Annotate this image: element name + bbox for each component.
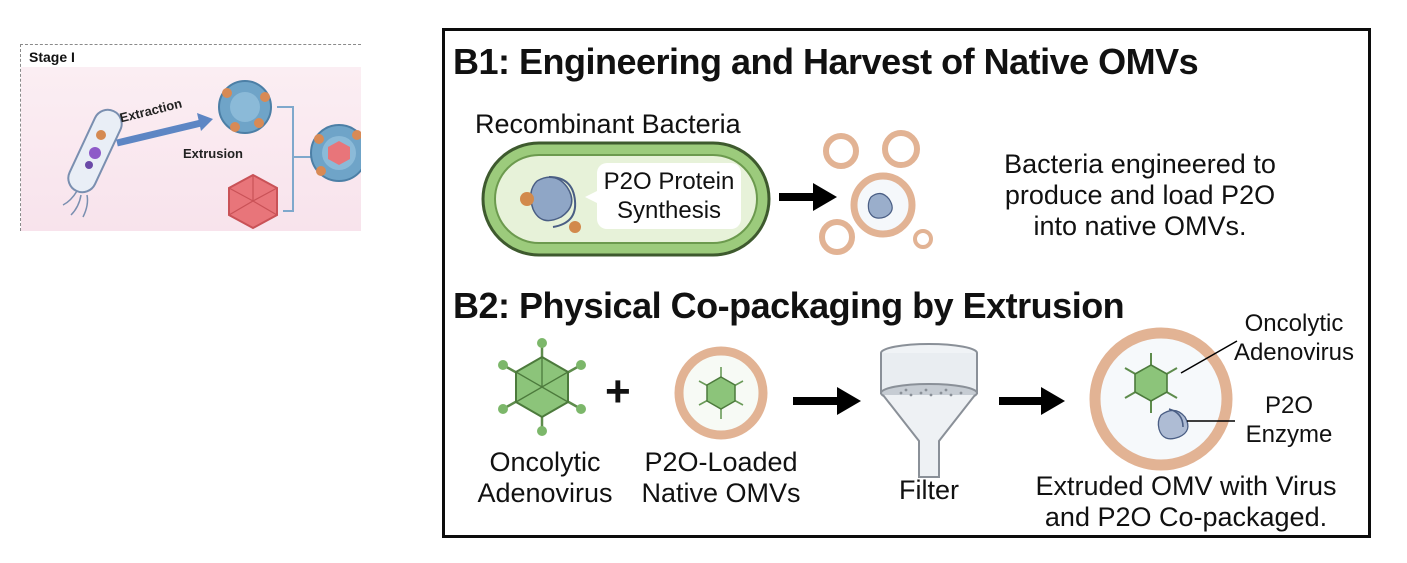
- virus-label-line-2: Adenovirus: [477, 478, 613, 508]
- oncolytic-adenovirus-icon: [498, 338, 586, 436]
- filter-label: Filter: [899, 475, 959, 505]
- omv-label: P2O-Loaded Native OMVs: [631, 447, 811, 509]
- p2o-loaded-omv-icon: [674, 346, 768, 440]
- bacterium-icon: [62, 108, 123, 218]
- callout-enzyme-line-1: P2O: [1264, 392, 1314, 419]
- bacteria-label: Recombinant Bacteria: [475, 109, 741, 139]
- synthesis-label: P2O Protein Synthesis: [597, 167, 741, 225]
- b1-description-line-2: produce and load P2O: [1004, 180, 1276, 210]
- callout-enzyme-label: P2O Enzyme: [1239, 391, 1339, 449]
- callout-virus-label: Oncolytic Adenovirus: [1219, 309, 1369, 367]
- omv-label-line-1: P2O-Loaded: [644, 447, 798, 477]
- virus-label-line-1: Oncolytic: [489, 447, 601, 477]
- omv-vesicle-icon: [218, 80, 272, 134]
- extraction-arrow: [116, 113, 213, 147]
- b1-description: Bacteria engineered to produce and load …: [955, 149, 1325, 242]
- result-line-2: and P2O Co-packaged.: [1044, 502, 1328, 532]
- callout-enzyme-line-2: Enzyme: [1245, 421, 1333, 448]
- extrusion-label: Extrusion: [183, 146, 243, 161]
- stage-1-illustration: [62, 80, 361, 230]
- b2-heading: B2: Physical Co-packaging by Extrusion: [453, 285, 1125, 326]
- plus-sign: +: [605, 367, 631, 416]
- omv-label-line-2: Native OMVs: [641, 478, 801, 508]
- filter-icon: [880, 343, 978, 478]
- stage-1-title: Stage I: [29, 49, 75, 65]
- panel-b-illustrations: [481, 130, 1238, 478]
- virus-icon: [228, 173, 278, 230]
- b1-arrow: [779, 183, 837, 211]
- b2-arrow-2: [999, 387, 1065, 415]
- stage-1-background: [21, 67, 361, 231]
- synthesis-line-1: P2O Protein: [603, 168, 735, 195]
- b1-description-line-1: Bacteria engineered to: [1004, 149, 1276, 179]
- synthesis-line-2: Synthesis: [616, 197, 722, 224]
- extruded-omv-icon: [1089, 327, 1233, 471]
- callout-virus-line-2: Adenovirus: [1233, 339, 1355, 366]
- virus-callout-line: [1180, 340, 1238, 374]
- panel-b: B1: Engineering and Harvest of Native OM…: [442, 28, 1371, 538]
- synthesis-label-box: [597, 163, 741, 229]
- bracket-line: [277, 106, 311, 212]
- stage-1-panel: Stage I Extraction Extrusion: [20, 44, 361, 231]
- result-line-1: Extruded OMV with Virus: [1035, 471, 1337, 501]
- hybrid-vesicle-icon: [310, 124, 361, 182]
- b2-arrow-1: [793, 387, 861, 415]
- virus-label: Oncolytic Adenovirus: [465, 447, 625, 509]
- result-label: Extruded OMV with Virus and P2O Co-packa…: [1013, 471, 1359, 533]
- b1-description-line-3: into native OMVs.: [1033, 211, 1247, 241]
- callout-virus-line-1: Oncolytic: [1244, 310, 1344, 337]
- b1-heading: B1: Engineering and Harvest of Native OM…: [453, 41, 1199, 82]
- native-omv-vesicles-icon: [819, 130, 933, 255]
